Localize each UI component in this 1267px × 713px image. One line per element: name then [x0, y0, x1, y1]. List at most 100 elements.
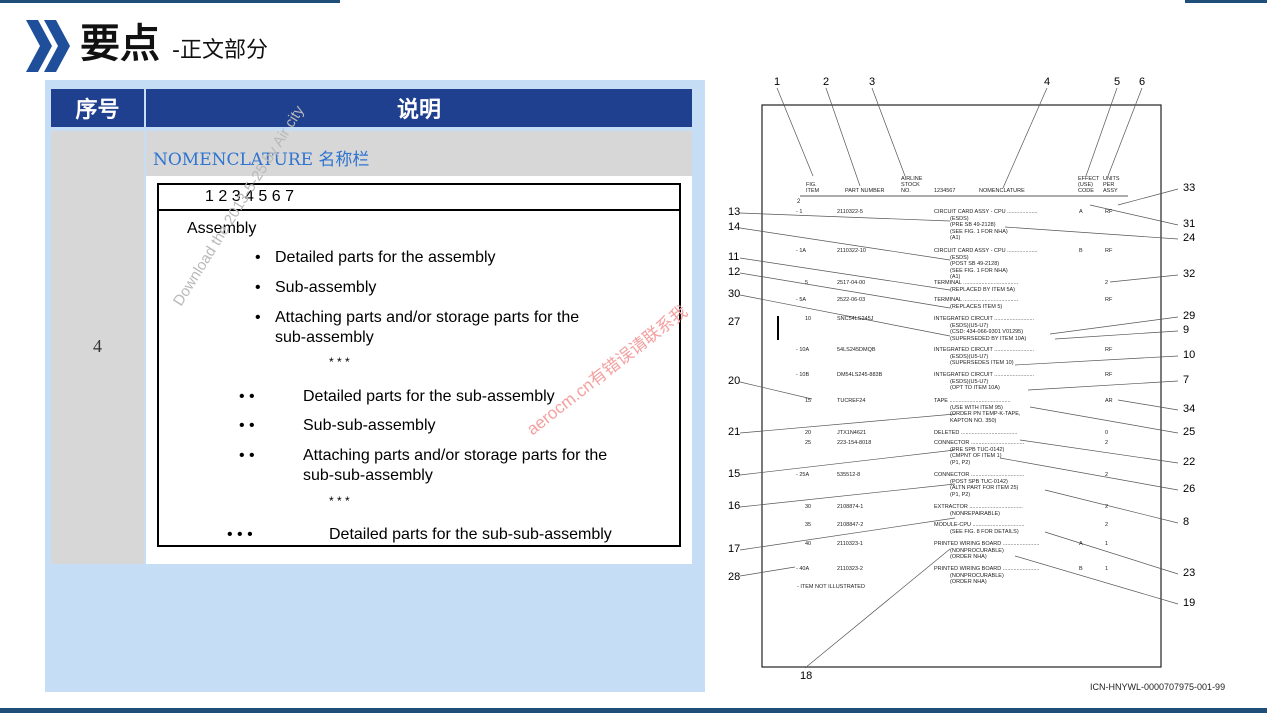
nomenclature-label: NOMENCLATURE 名称栏	[153, 150, 370, 170]
ipl-nomenclature: (POST SPB TUC-0142)	[950, 478, 1008, 485]
hdr-nomenclature: NOMENCLATURE	[979, 188, 1025, 194]
stars: * * *	[329, 494, 350, 508]
bullet-l1: •	[255, 249, 261, 266]
callout-right: 34	[1183, 403, 1196, 415]
seq-cell	[51, 131, 144, 564]
ipl-part-number: SNC54LS245J	[837, 316, 874, 322]
ipl-nomenclature: TERMINAL ...............................…	[934, 297, 1019, 303]
outline-item: Attaching parts and/or storage parts for…	[275, 309, 580, 326]
ipl-nomenclature: CONNECTOR ..............................…	[934, 440, 1025, 446]
callout-left: 30	[728, 288, 741, 300]
ipl-item-number: 15	[805, 398, 812, 404]
ipl-units: 2	[1105, 280, 1109, 286]
ipl-units: RF	[1105, 248, 1113, 254]
ipl-nomenclature: (ALTN PART FOR ITEM 25)	[950, 485, 1019, 492]
ipl-part-number: 2110323-1	[837, 541, 863, 547]
ipl-item-number: 5	[805, 280, 809, 286]
callout-left: 13	[728, 206, 741, 218]
ipl-part-number: 2110322-5	[837, 209, 863, 215]
callout-left: 16	[728, 500, 741, 512]
ipl-part-number: 535512-8	[837, 472, 861, 478]
hdr-fig-item: FIG.ITEM	[806, 182, 820, 194]
callout-top: 1	[774, 76, 781, 88]
ipl-nomenclature: DELETED ................................…	[934, 430, 1018, 436]
ipl-part-number: 2110322-10	[837, 248, 866, 254]
table-header-seq: 序号	[51, 89, 144, 127]
ipl-part-number: DM54LS245-883B	[837, 372, 883, 378]
ipl-item-number: - 25A	[796, 472, 810, 478]
ipl-nomenclature: (A1)	[950, 235, 961, 242]
ipl-units: 1	[1105, 566, 1109, 572]
ipl-item-number: 40	[805, 541, 812, 547]
ipl-nomenclature: MODULE-CPU .............................…	[934, 522, 1025, 528]
ipl-nomenclature: (SUPERSEDED BY ITEM 10A)	[950, 335, 1027, 342]
ipl-part-number: 2108874-1	[837, 504, 864, 510]
ipl-nomenclature: (ESDS)(U5-U7)	[950, 353, 989, 360]
outline-item: Sub-sub-assembly	[303, 417, 436, 434]
outline-header-digits: 1 2 3 4 5 6 7	[205, 188, 294, 205]
outline-item: Detailed parts for the assembly	[275, 249, 496, 266]
seq-number: 4	[93, 336, 102, 356]
ipl-units: 2	[1105, 440, 1109, 446]
bottom-accent-bar	[0, 708, 1267, 713]
ipl-nomenclature: (ESDS)	[950, 254, 969, 261]
hdr-effect: EFFECT(USE)CODE	[1078, 176, 1100, 194]
callout-left: 14	[728, 221, 741, 233]
ipl-nomenclature: (SEE FIG. 1 FOR NHA)	[950, 267, 1008, 274]
ipl-nomenclature: (POST SB 49-2128)	[950, 261, 1000, 268]
outline-item: Sub-assembly	[275, 279, 377, 296]
callout-right: 7	[1183, 374, 1190, 386]
double-chevron-icon	[26, 20, 70, 72]
ipl-nomenclature: (SEE FIG. 8 FOR DETAILS)	[950, 528, 1019, 535]
ipl-effect-code: A	[1079, 541, 1083, 547]
bullet-l2: • •	[239, 417, 255, 434]
callout-top: 6	[1139, 76, 1146, 88]
outline-area	[146, 176, 692, 564]
outline-item: Detailed parts for the sub-sub-assembly	[329, 526, 612, 543]
callout-right: 19	[1183, 597, 1196, 609]
figure-number: 2	[797, 199, 801, 205]
callout-top: 2	[823, 76, 830, 88]
callout-top: 3	[869, 76, 876, 88]
callout-right: 32	[1183, 268, 1196, 280]
callout-left: 11	[728, 251, 740, 263]
ipl-nomenclature: (ORDER NHA)	[950, 554, 987, 561]
ipl-nomenclature: (ORDER NHA)	[950, 579, 987, 586]
ipl-item-number: 35	[805, 522, 812, 528]
ipl-nomenclature: (USE WITH ITEM 95)	[950, 404, 1003, 411]
ipl-nomenclature: TERMINAL ...............................…	[934, 280, 1019, 286]
outline-item: Detailed parts for the sub-assembly	[303, 388, 555, 405]
ipl-units: 0	[1105, 430, 1109, 436]
ipl-units: 1	[1105, 541, 1109, 547]
ipl-nomenclature: CIRCUIT CARD ASSY - CPU ................…	[934, 209, 1038, 215]
ipl-item-number: - 1	[796, 209, 803, 215]
ipl-nomenclature: (NONREPAIRABLE)	[950, 510, 1001, 517]
outline-item: sub-sub-assembly	[303, 467, 433, 484]
ipl-item-number: 30	[805, 504, 812, 510]
bullet-l2: • •	[239, 388, 255, 405]
callout-right: 25	[1183, 426, 1196, 438]
ipl-nomenclature: (NONPROCURABLE)	[950, 572, 1004, 579]
ipl-item-number: - 40A	[796, 566, 810, 572]
page-title: 要点	[80, 21, 160, 67]
outline-item: sub-assembly	[275, 329, 374, 346]
ipl-units: RF	[1105, 347, 1113, 353]
ipl-nomenclature: (REPLACED BY ITEM 5A)	[950, 286, 1015, 293]
ipl-item-number: - 10B	[796, 372, 810, 378]
ipl-effect-code: B	[1079, 566, 1083, 572]
footnote: - ITEM NOT ILLUSTRATED	[797, 584, 865, 590]
callout-right: 24	[1183, 232, 1196, 244]
bullet-l2: • •	[239, 447, 255, 464]
top-accent-bar	[0, 0, 340, 3]
callout-right: 22	[1183, 456, 1196, 468]
hdr-part-number: PART NUMBER	[845, 188, 885, 194]
ipl-units: RF	[1105, 297, 1113, 303]
ipl-item-number: 20	[805, 430, 812, 436]
ipl-units: RF	[1105, 372, 1113, 378]
callout-right: 29	[1183, 310, 1196, 322]
ipl-part-number: 2108847-2	[837, 522, 864, 528]
ipl-nomenclature: INTEGRATED CIRCUIT .....................…	[934, 347, 1035, 353]
ipl-item-number: - 10A	[796, 347, 810, 353]
